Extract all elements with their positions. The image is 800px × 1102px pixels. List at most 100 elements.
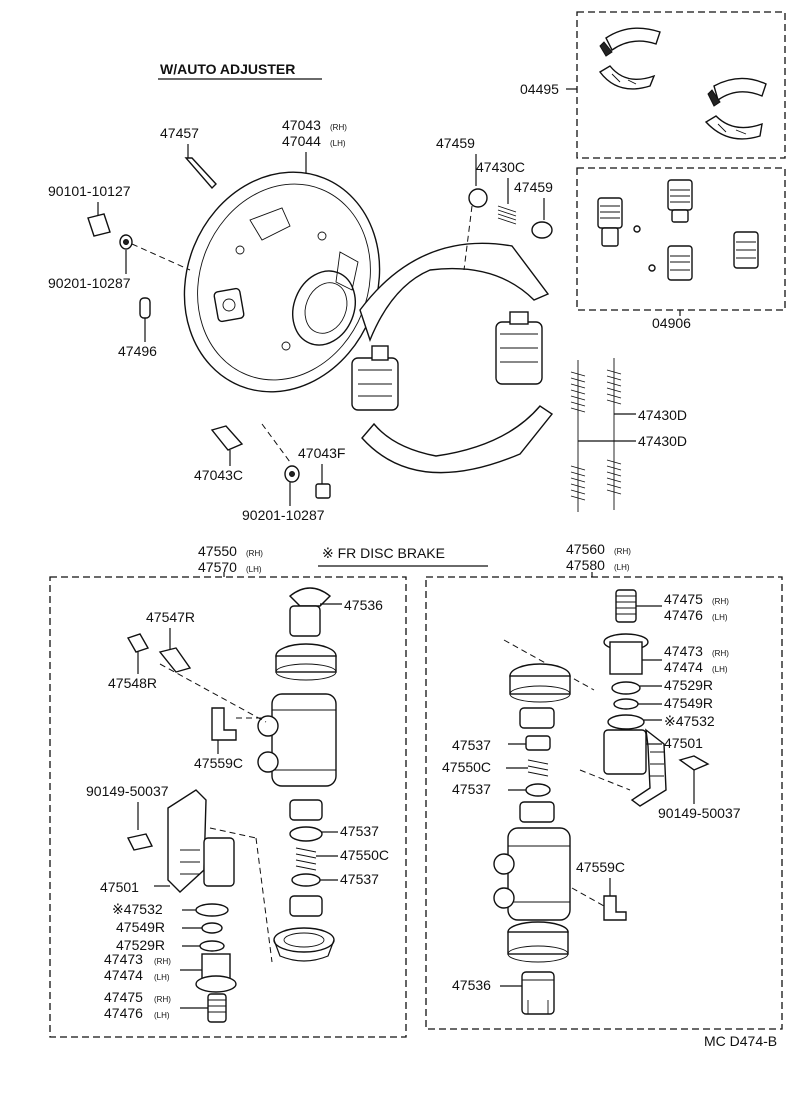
svg-text:(LH): (LH) [154,973,170,982]
part-wheel-cylinder-rear-left [351,345,399,411]
label-47457: 47457 [160,125,199,141]
part-wheel-cylinder-left [257,693,337,787]
label-47537-left-2: 47537 [340,871,379,887]
part-47536-b [521,971,555,1015]
label-47430d-1: 47430D [638,407,687,423]
label-90201-10287-b: 90201-10287 [242,507,325,523]
part-47430c-spring [497,205,517,225]
svg-text:(LH): (LH) [246,565,262,574]
label-47043: 47043 [282,117,321,133]
label-47475-right: 47475 [664,591,703,607]
part-47532-right [607,714,645,730]
label-47459-a: 47459 [436,135,475,151]
label-47550c-left: 47550C [340,847,389,863]
diagram-code: MC D474-B [704,1033,777,1049]
part-47457-pin [184,157,217,190]
svg-text:(RH): (RH) [614,547,631,556]
part-47537-right-b [525,735,551,751]
part-47536-a [288,587,332,637]
label-47473-left: 47473 [104,951,143,967]
cylinder-kit-pieces [597,179,759,281]
shoe-kit-pieces [598,27,767,140]
label-47570: 47570 [198,559,237,575]
svg-text:(RH): (RH) [712,597,729,606]
label-90101-10127: 90101-10127 [48,183,131,199]
part-47547r [158,647,192,673]
label-04906: 04906 [652,315,691,331]
part-boot-right-bottom [507,921,569,963]
svg-text:(RH): (RH) [154,957,171,966]
label-47474-left: 47474 [104,967,143,983]
part-47559c-left [211,707,237,741]
label-47476-left: 47476 [104,1005,143,1021]
kit-box-shoes [576,11,786,159]
svg-text:(RH): (RH) [330,123,347,132]
part-47537-left-c [291,873,321,887]
svg-text:(RH): (RH) [154,995,171,1004]
front-right-box [425,576,783,1030]
part-boot-left-top [275,643,337,681]
part-boot-right-top [509,663,571,703]
part-90101-bolt [87,213,111,237]
part-47537-left-d [289,895,323,917]
part-47473-left [195,953,237,993]
label-47043f: 47043F [298,445,345,461]
part-47550c-right-spring [527,759,549,777]
label-47529r-left: 47529R [116,937,165,953]
part-47537-right-c [525,783,551,797]
part-47430d-springs [570,358,622,512]
part-47529r-left [199,940,225,952]
label-47532-left: ※47532 [112,901,163,917]
kit-box-cylinder [576,167,786,311]
label-47473-right: 47473 [664,643,703,659]
svg-text:(LH): (LH) [712,665,728,674]
part-47537-right-a [519,707,555,729]
label-47547r: 47547R [146,609,195,625]
title-auto-adjuster: W/AUTO ADJUSTER [160,61,295,77]
part-47496 [139,297,151,319]
svg-text:(LH): (LH) [614,563,630,572]
label-47529r-right: 47529R [664,677,713,693]
part-47549r-right [613,698,639,710]
label-47496: 47496 [118,343,157,359]
part-lower-shoe [361,405,554,474]
label-47043c: 47043C [194,467,243,483]
label-47459-b: 47459 [514,179,553,195]
label-47536-b: 47536 [452,977,491,993]
svg-text:(LH): (LH) [154,1011,170,1020]
part-90149-left [126,833,154,851]
label-47430d-2: 47430D [638,433,687,449]
label-47501-left: 47501 [100,879,139,895]
part-47532-left [195,903,229,917]
label-47537-right-2: 47537 [452,781,491,797]
label-90149-50037-left: 90149-50037 [86,783,169,799]
label-47430c: 47430C [476,159,525,175]
label-47501-right: 47501 [664,735,703,751]
label-47537-left-1: 47537 [340,823,379,839]
part-boot-left-bottom [273,927,335,962]
label-47532-right: ※47532 [664,713,715,729]
fr-disc-brake-note: ※ FR DISC BRAKE [322,545,445,561]
label-47550: 47550 [198,543,237,559]
part-47559c-right [603,895,627,921]
part-wheel-cylinder-right [493,827,571,921]
label-47559c-right: 47559C [576,859,625,875]
part-47549r-left [201,922,223,934]
part-47537-right-d [519,801,555,823]
svg-text:(LH): (LH) [712,613,728,622]
label-47549r-left: 47549R [116,919,165,935]
svg-text:(RH): (RH) [712,649,729,658]
part-47501-right [603,728,667,807]
part-47537-left-b [289,826,323,842]
part-upper-shoe [359,242,550,343]
part-47501-left [167,789,235,893]
label-47537-right-1: 47537 [452,737,491,753]
part-47459-cup-b [531,221,553,239]
label-47475-left: 47475 [104,989,143,1005]
part-47043f [315,483,331,499]
part-47550c-left-spring [295,847,317,871]
label-47476-right: 47476 [664,607,703,623]
label-47580: 47580 [566,557,605,573]
